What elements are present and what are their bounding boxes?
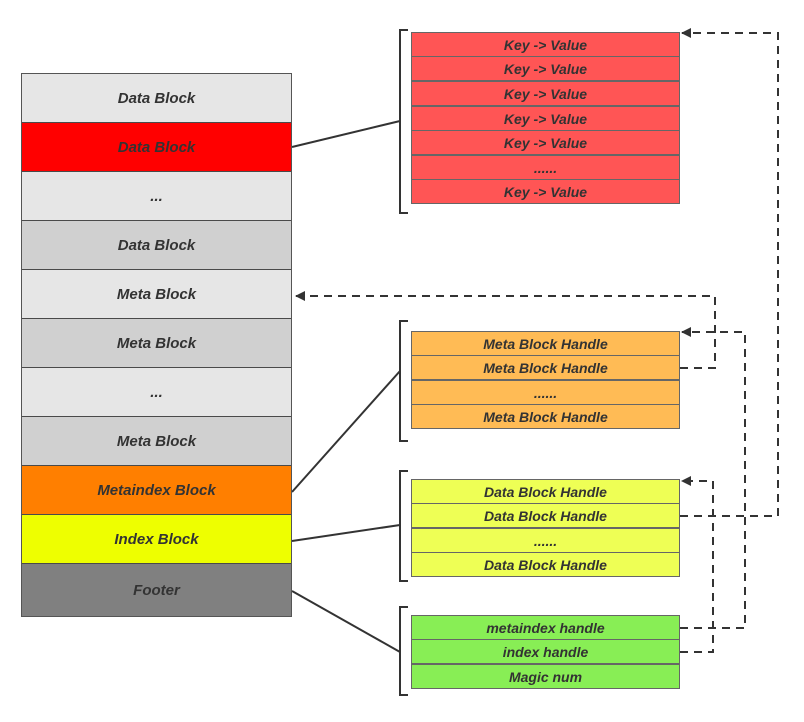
data-block-1: Data Block [22, 74, 291, 123]
meta-block-handle: Meta Block Handle [411, 404, 680, 429]
data-block-bracket [399, 29, 408, 214]
key-value-entry: Key -> Value [411, 179, 680, 204]
sstable-stack: Data Block Data Block ... Data Block Met… [21, 73, 292, 617]
meta-handle-to-meta-block-arrow [295, 291, 716, 369]
footer-block: Footer [22, 564, 291, 616]
data-block-ellipsis: ... [22, 172, 291, 221]
data-block-handle-ellipsis: ...... [411, 528, 680, 553]
metaindex-handle: metaindex handle [411, 615, 680, 640]
key-value-entry: Key -> Value [411, 106, 680, 131]
meta-block-2: Meta Block [22, 319, 291, 368]
index-handle: index handle [411, 639, 680, 664]
meta-block-handle: Meta Block Handle [411, 331, 680, 356]
index-bracket [399, 470, 408, 582]
meta-block-1: Meta Block [22, 270, 291, 319]
index-handle-arrow [680, 476, 714, 653]
metaindex-bracket [399, 320, 408, 442]
data-block-3: Data Block [22, 221, 291, 270]
data-block-handle: Data Block Handle [411, 552, 680, 577]
key-value-entry: Key -> Value [411, 81, 680, 106]
index-block-connector [291, 524, 401, 542]
index-block: Index Block [22, 515, 291, 564]
data-handle-to-data-block-arrow [680, 28, 779, 517]
footer-bracket [399, 606, 408, 696]
data-block-handle: Data Block Handle [411, 503, 680, 528]
meta-block-ellipsis: ... [22, 368, 291, 417]
data-block-connector [291, 120, 401, 148]
meta-block-handle: Meta Block Handle [411, 355, 680, 380]
data-block-handle: Data Block Handle [411, 479, 680, 504]
metaindex-block-connector [291, 370, 401, 493]
key-value-ellipsis: ...... [411, 155, 680, 180]
meta-block-handle-ellipsis: ...... [411, 380, 680, 405]
meta-block-3: Meta Block [22, 417, 291, 466]
key-value-entry: Key -> Value [411, 56, 680, 81]
data-block-2: Data Block [22, 123, 291, 172]
footer-connector [291, 590, 401, 653]
metaindex-block: Metaindex Block [22, 466, 291, 515]
magic-num: Magic num [411, 664, 680, 689]
key-value-entry: Key -> Value [411, 32, 680, 57]
key-value-entry: Key -> Value [411, 130, 680, 155]
